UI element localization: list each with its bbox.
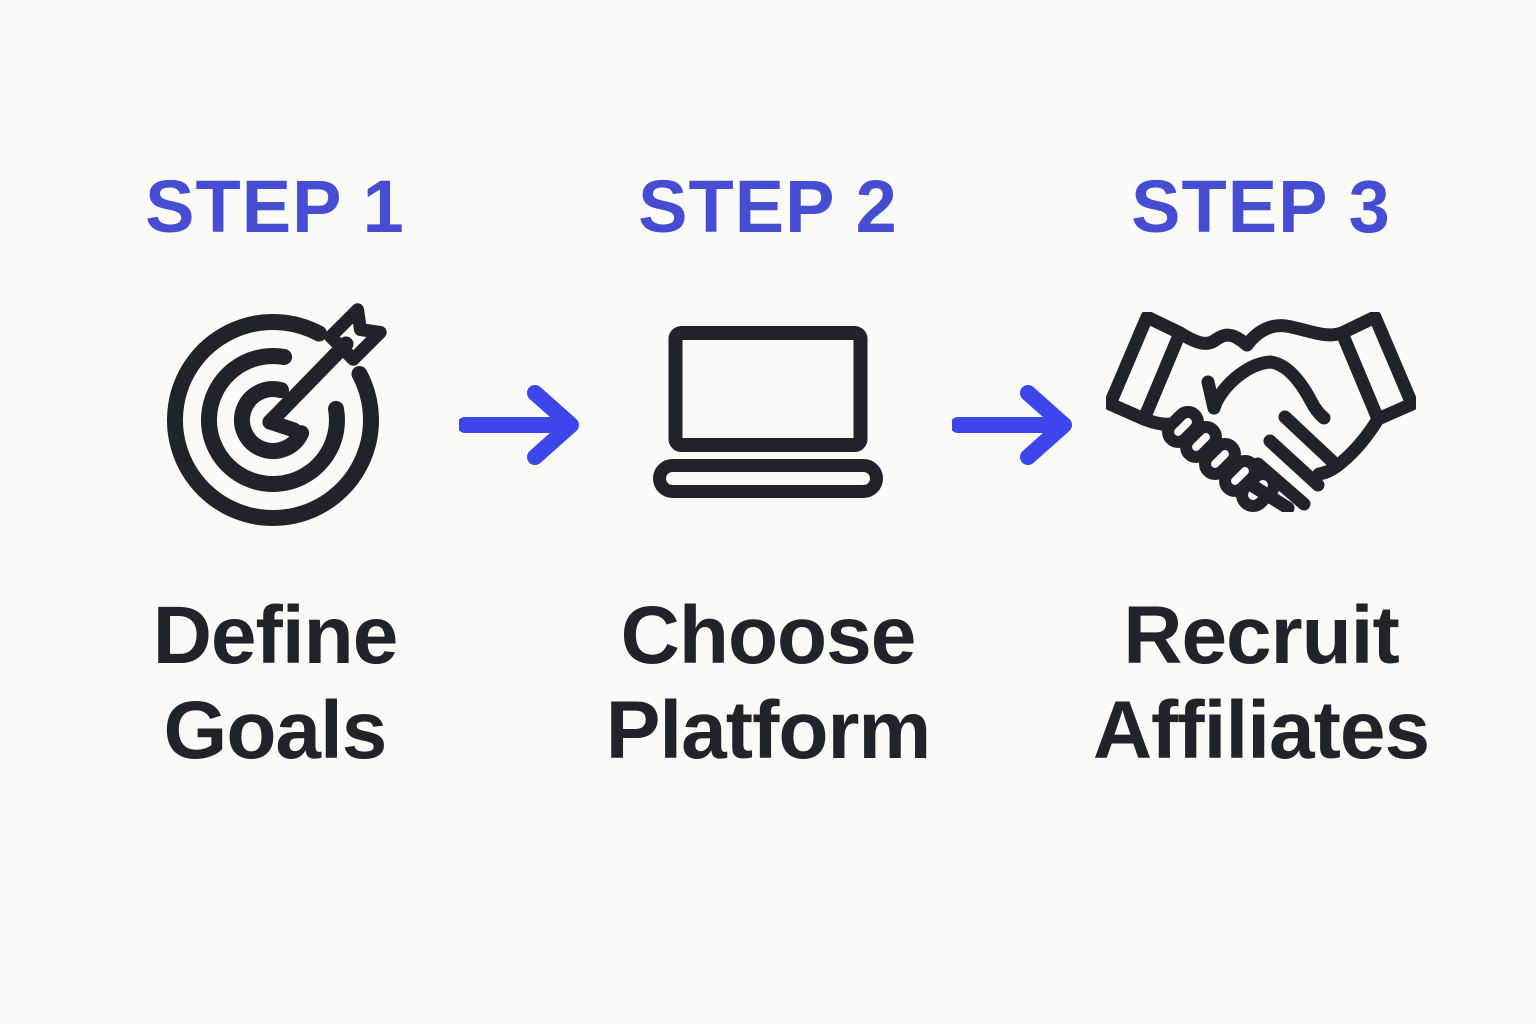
step-1-caption-line-2: Goals <box>163 685 388 777</box>
arrow-cell-1 <box>445 385 598 465</box>
target-icon <box>166 303 387 526</box>
step-3-caption-line-1: Recruit <box>1123 590 1400 681</box>
step-1-icon-box <box>158 292 393 532</box>
step-3-caption-line-2: Affiliates <box>1092 685 1430 777</box>
process-flow: STEP 1 Define Goals STEP 2 <box>105 170 1431 778</box>
arrow-right-2-icon <box>952 385 1072 465</box>
laptop-icon <box>653 325 883 498</box>
step-2-icon-box <box>653 292 883 532</box>
step-1-caption: Define Goals <box>152 588 399 778</box>
step-1-label: STEP 1 <box>145 165 405 248</box>
step-2-caption-line-2: Platform <box>605 685 932 777</box>
step-2-caption-line-1: Choose <box>620 590 917 681</box>
step-1-caption-line-1: Define <box>152 590 399 681</box>
step-3-label: STEP 3 <box>1131 165 1391 248</box>
handshake-icon <box>1106 312 1416 512</box>
step-3-column: STEP 3 <box>1091 170 1431 778</box>
step-2-label: STEP 2 <box>638 165 898 248</box>
step-2-caption: Choose Platform <box>605 588 932 778</box>
step-3-caption: Recruit Affiliates <box>1092 588 1430 778</box>
step-3-icon-box <box>1106 292 1416 532</box>
arrow-cell-2 <box>938 385 1091 465</box>
arrow-right-1-icon <box>459 385 579 465</box>
step-1-column: STEP 1 Define Goals <box>105 170 445 778</box>
step-2-column: STEP 2 Choose Platform <box>598 170 938 778</box>
